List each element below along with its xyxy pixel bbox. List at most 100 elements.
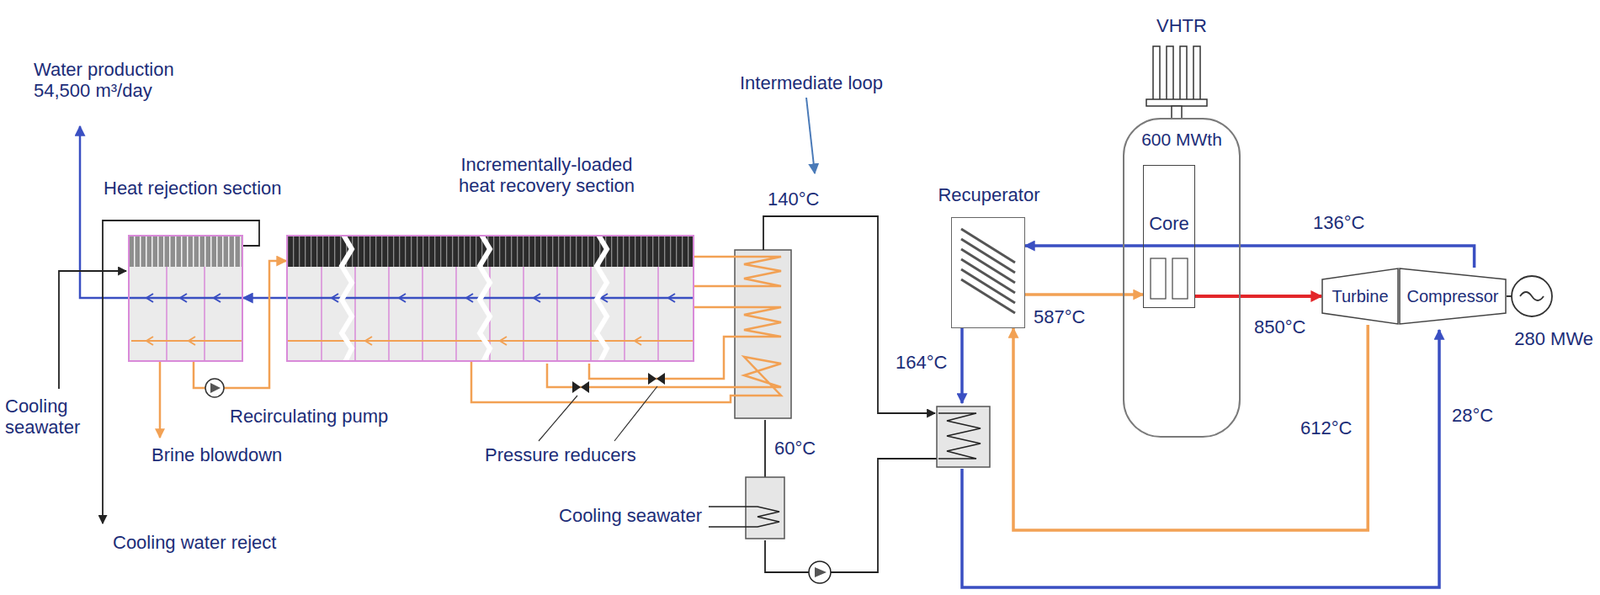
recirculating-pump-symbol (210, 382, 221, 394)
reactor-core-outline (1143, 165, 1197, 309)
heating-brine-lines (547, 363, 741, 388)
precooler (936, 406, 990, 468)
pressure-reducer-symbol (572, 381, 590, 394)
turbine-shape: Turbine (1321, 267, 1399, 325)
stream-label: Brine blowdown (151, 444, 282, 466)
temperature-label: 28°C (1451, 404, 1494, 426)
control-rods (1171, 106, 1182, 119)
intermediate-heat-exchanger (740, 356, 782, 396)
heat-rejection-internals (129, 266, 242, 361)
stream-label: Cooling seawater (5, 395, 90, 439)
temperature-label: 850°C (1254, 316, 1306, 338)
intermediate-heat-exchanger (734, 249, 792, 419)
pump-label: Recirculating pump (229, 405, 389, 427)
leader-line (538, 386, 658, 442)
reactor-core: Core (1142, 164, 1196, 309)
intermediate-heat-exchanger (740, 256, 782, 287)
reactor-vessel-outline (1122, 117, 1241, 438)
intermediate-loop-piping (765, 458, 937, 573)
heat-rejection-internals (166, 266, 205, 361)
intermediate-heat-exchanger (740, 307, 782, 337)
loop-pump-symbol (808, 561, 831, 584)
pipe-connector (1195, 294, 1322, 298)
heat-recovery-internals (596, 234, 607, 362)
heat-recovery-internals (287, 297, 693, 300)
helium-return-line (960, 328, 964, 404)
control-rods (1146, 99, 1207, 107)
recuperator-box: Recuperator (951, 217, 1026, 329)
temperature-label: 164°C (895, 351, 947, 373)
stream-label: Cooling water reject (112, 531, 277, 553)
heat-recovery-internals (479, 234, 490, 362)
recirculating-pump-symbol (205, 378, 224, 398)
valve-label: Pressure reducers (484, 444, 637, 466)
fuel-block (1172, 258, 1188, 299)
turbine-label: Turbine (1331, 287, 1388, 307)
stream-label: Cooling seawater (548, 504, 702, 527)
control-rods (1146, 46, 1207, 119)
temperature-label: 136°C (1312, 212, 1365, 234)
vessel-outline (1123, 118, 1240, 437)
cooling-seawater-line (58, 220, 260, 524)
generator-symbol (1511, 276, 1553, 317)
helium-return-line (962, 328, 1440, 588)
control-rods (1180, 46, 1187, 101)
pipe-connector (1013, 324, 1368, 531)
leader-line (538, 386, 658, 442)
reactor-name: VHTR (1122, 15, 1241, 37)
pipe-connector (1025, 245, 1475, 268)
heating-brine-lines (471, 256, 741, 403)
cooling-seawater-line (102, 220, 260, 524)
heat-rejection-internals (129, 236, 242, 267)
heating-brine-lines (694, 256, 741, 308)
precooler (936, 406, 990, 468)
seawater-cooler (708, 477, 785, 539)
recuperator-tubes (961, 228, 1016, 314)
intermediate-loop-piping (763, 216, 936, 414)
seawater-cooler (708, 506, 780, 527)
temperature-label: 587°C (1033, 306, 1085, 328)
control-rods (1153, 46, 1160, 101)
power-label: 280 MWe (1511, 328, 1594, 350)
turbine-outline (1322, 268, 1399, 325)
section-heading: Heat rejection section (103, 177, 282, 199)
intermediate-loop-piping (806, 97, 815, 174)
loop-pump-symbol (808, 561, 831, 584)
heat-rejection-section: Heat rejection section (127, 234, 244, 362)
control-rods (1166, 46, 1174, 101)
control-rods (1193, 46, 1201, 101)
recuperator-heading: Recuperator (933, 184, 1045, 206)
compressor-label: Compressor (1407, 287, 1500, 307)
brine-blowdown-line (159, 361, 162, 438)
compressor-outline (1399, 268, 1506, 325)
temperature-label: 60°C (774, 437, 816, 459)
brine-blowdown-line (159, 361, 161, 438)
precooler (938, 413, 981, 459)
heat-rejection-internals (146, 336, 196, 346)
recirculating-pump-symbol (205, 378, 224, 398)
cooling-seawater-line (58, 271, 127, 389)
recuperator-tubes (961, 228, 1016, 314)
pipe-connector (1025, 292, 1143, 297)
pressure-reducer-symbol (648, 372, 665, 385)
temperature-label: 140°C (767, 188, 819, 210)
heat-recovery-internals (287, 234, 693, 362)
heating-brine-lines (471, 361, 741, 403)
generator-symbol (1506, 276, 1553, 317)
generator-symbol (1520, 292, 1544, 301)
heat-recovery-internals (341, 234, 352, 362)
output-label: Water production 54,500 m³/day (33, 58, 186, 102)
heat-recovery-section: Incrementally-loaded heat recovery secti… (286, 234, 695, 362)
section-heading: Incrementally-loaded heat recovery secti… (443, 154, 650, 197)
distillate-line (146, 293, 221, 303)
loop-pump-symbol (814, 567, 827, 578)
heat-recovery-internals (331, 293, 676, 303)
thermal-power: 600 MWth (1141, 129, 1223, 150)
compressor-shape: Compressor (1398, 267, 1507, 325)
distillate-line (79, 126, 244, 303)
temperature-label: 612°C (1300, 417, 1352, 439)
distillate-line (79, 126, 244, 298)
fuel-block (1150, 258, 1166, 299)
heating-brine-lines (589, 336, 741, 379)
